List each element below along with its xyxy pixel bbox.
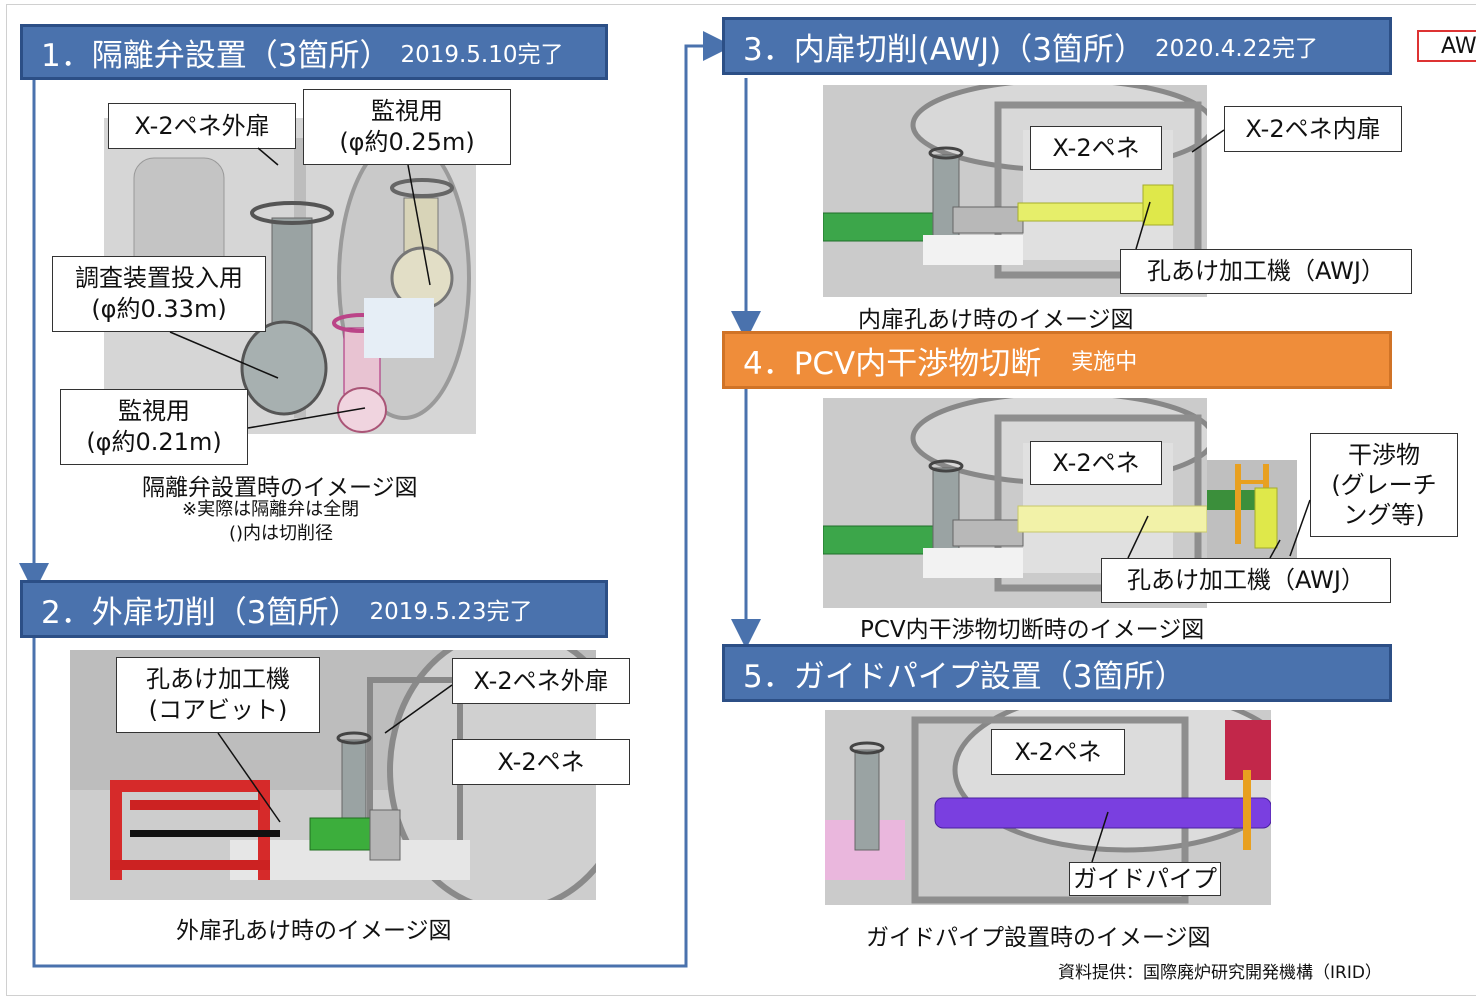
step3-caption: 内扉孔あけ時のイメージ図	[858, 307, 1134, 333]
step1-caption: 隔離弁設置時のイメージ図	[142, 475, 418, 501]
step2-status: 2019.5.23完了	[369, 599, 533, 625]
step5-header: 5．ガイドパイプ設置（3箇所）	[722, 644, 1392, 702]
step4-header: 4．PCV内干渉物切断 実施中	[722, 331, 1392, 389]
step4-caption: PCV内干渉物切断時のイメージ図	[860, 617, 1205, 643]
side-tag: AW	[1417, 30, 1476, 62]
label-obstacle-grating: 干渉物 (グレーチ ング等)	[1310, 433, 1458, 537]
step4-obstacle-image-left	[823, 398, 1207, 608]
step3-title: 3．内扉切削(AWJ)（3箇所）	[743, 31, 1145, 68]
step1-header: 1．隔離弁設置（3箇所） 2019.5.10完了	[20, 24, 608, 80]
label-step3-pene: X-2ペネ	[1030, 126, 1162, 170]
step4-title: 4．PCV内干渉物切断	[743, 345, 1042, 382]
label-step2-pene: X-2ペネ	[452, 739, 630, 785]
step3-status: 2020.4.22完了	[1154, 36, 1319, 62]
step1-status: 2019.5.10完了	[400, 42, 564, 68]
step5-caption: ガイドパイプ設置時のイメージ図	[866, 925, 1211, 951]
step2-caption: 外扉孔あけ時のイメージ図	[176, 918, 452, 944]
step2-header: 2．外扉切削（3箇所） 2019.5.23完了	[20, 580, 608, 638]
label-monitor-021: 監視用 (φ約0.21m)	[60, 389, 248, 465]
label-step4-awj: 孔あけ加工機（AWJ）	[1101, 558, 1391, 603]
step1-note-diameter: ()内は切削径	[229, 523, 334, 544]
label-drill-corebit: 孔あけ加工機 (コアビット)	[116, 657, 320, 733]
step1-title: 1．隔離弁設置（3箇所）	[41, 37, 391, 74]
label-survey-033: 調査装置投入用 (φ約0.33m)	[52, 256, 266, 332]
step3-header: 3．内扉切削(AWJ)（3箇所） 2020.4.22完了	[722, 17, 1392, 75]
step5-guide-pipe-image	[825, 710, 1271, 905]
label-guide-pipe: ガイドパイプ	[1069, 862, 1221, 896]
label-step2-outer-door: X-2ペネ外扉	[452, 658, 630, 704]
step1-note-closed: ※実際は隔離弁は全閉	[182, 499, 360, 520]
label-step5-pene: X-2ペネ	[991, 729, 1125, 775]
arrow-step2-to-step3	[32, 31, 733, 968]
step5-title: 5．ガイドパイプ設置（3箇所）	[743, 658, 1186, 695]
source-credit: 資料提供：国際廃炉研究開発機構（IRID）	[1058, 963, 1382, 983]
label-step3-awj: 孔あけ加工機（AWJ）	[1120, 249, 1412, 294]
step4-status: 実施中	[1071, 350, 1138, 375]
label-inner-door: X-2ペネ内扉	[1224, 106, 1402, 152]
step2-title: 2．外扉切削（3箇所）	[41, 594, 360, 631]
step4-obstacle-image-right	[1207, 460, 1297, 576]
label-step4-pene: X-2ペネ	[1030, 441, 1162, 485]
label-outer-door: X-2ペネ外扉	[108, 103, 296, 149]
label-monitor-025: 監視用 (φ約0.25m)	[303, 89, 511, 165]
